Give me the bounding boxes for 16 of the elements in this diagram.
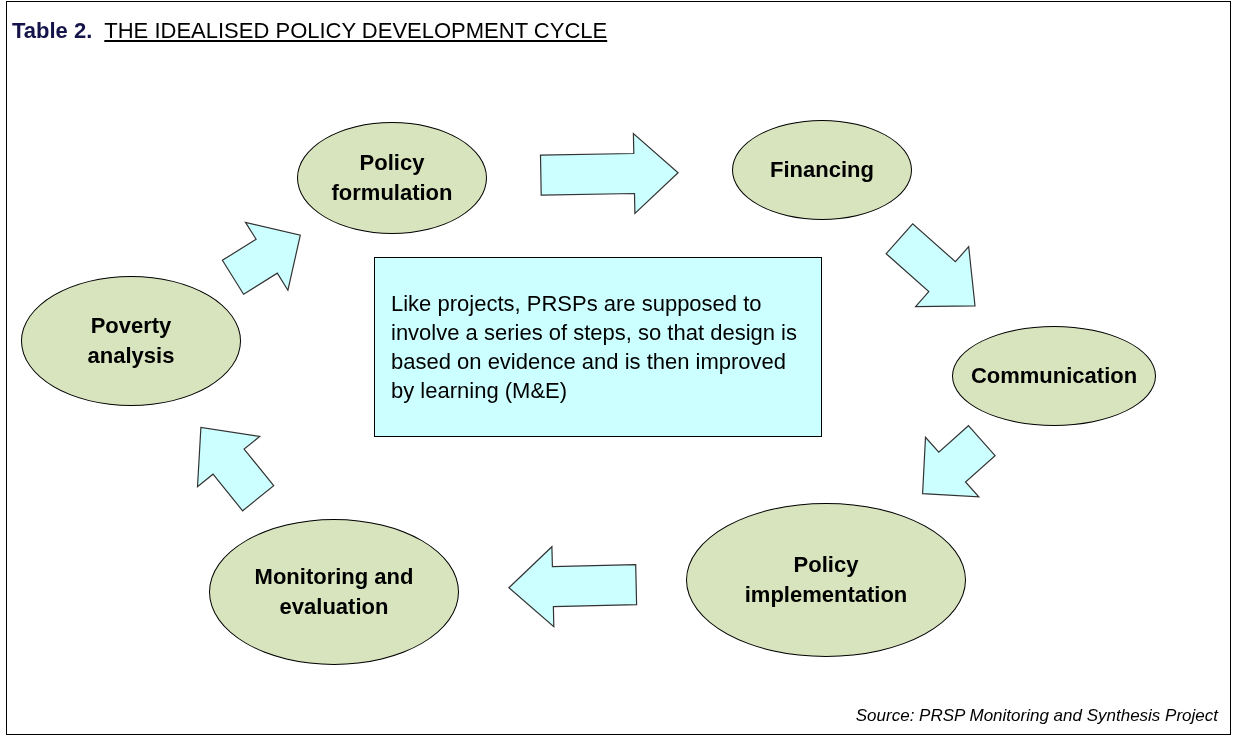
block-arrow [921,424,996,498]
step-ellipse: Communication [952,326,1156,426]
source-note: Source: PRSP Monitoring and Synthesis Project [855,704,1218,727]
block-arrow [508,545,638,628]
block-arrow [221,221,301,296]
step-ellipse: Policy implementation [686,503,966,657]
step-ellipse: Monitoring and evaluation [209,519,459,665]
step-ellipse: Financing [732,120,912,220]
note-box: Like projects, PRSPs are supposed to involve a series of steps, so that design is based on evidence and is then improved by learning (M&E) [374,257,822,437]
table-number: Table 2. [12,17,93,45]
block-arrow [885,222,976,308]
block-arrow [539,132,679,215]
step-ellipse: Poverty analysis [21,276,241,406]
block-arrow [196,426,275,512]
step-ellipse: Policy formulation [297,122,487,234]
title: THE IDEALISED POLICY DEVELOPMENT CYCLE [104,17,608,45]
